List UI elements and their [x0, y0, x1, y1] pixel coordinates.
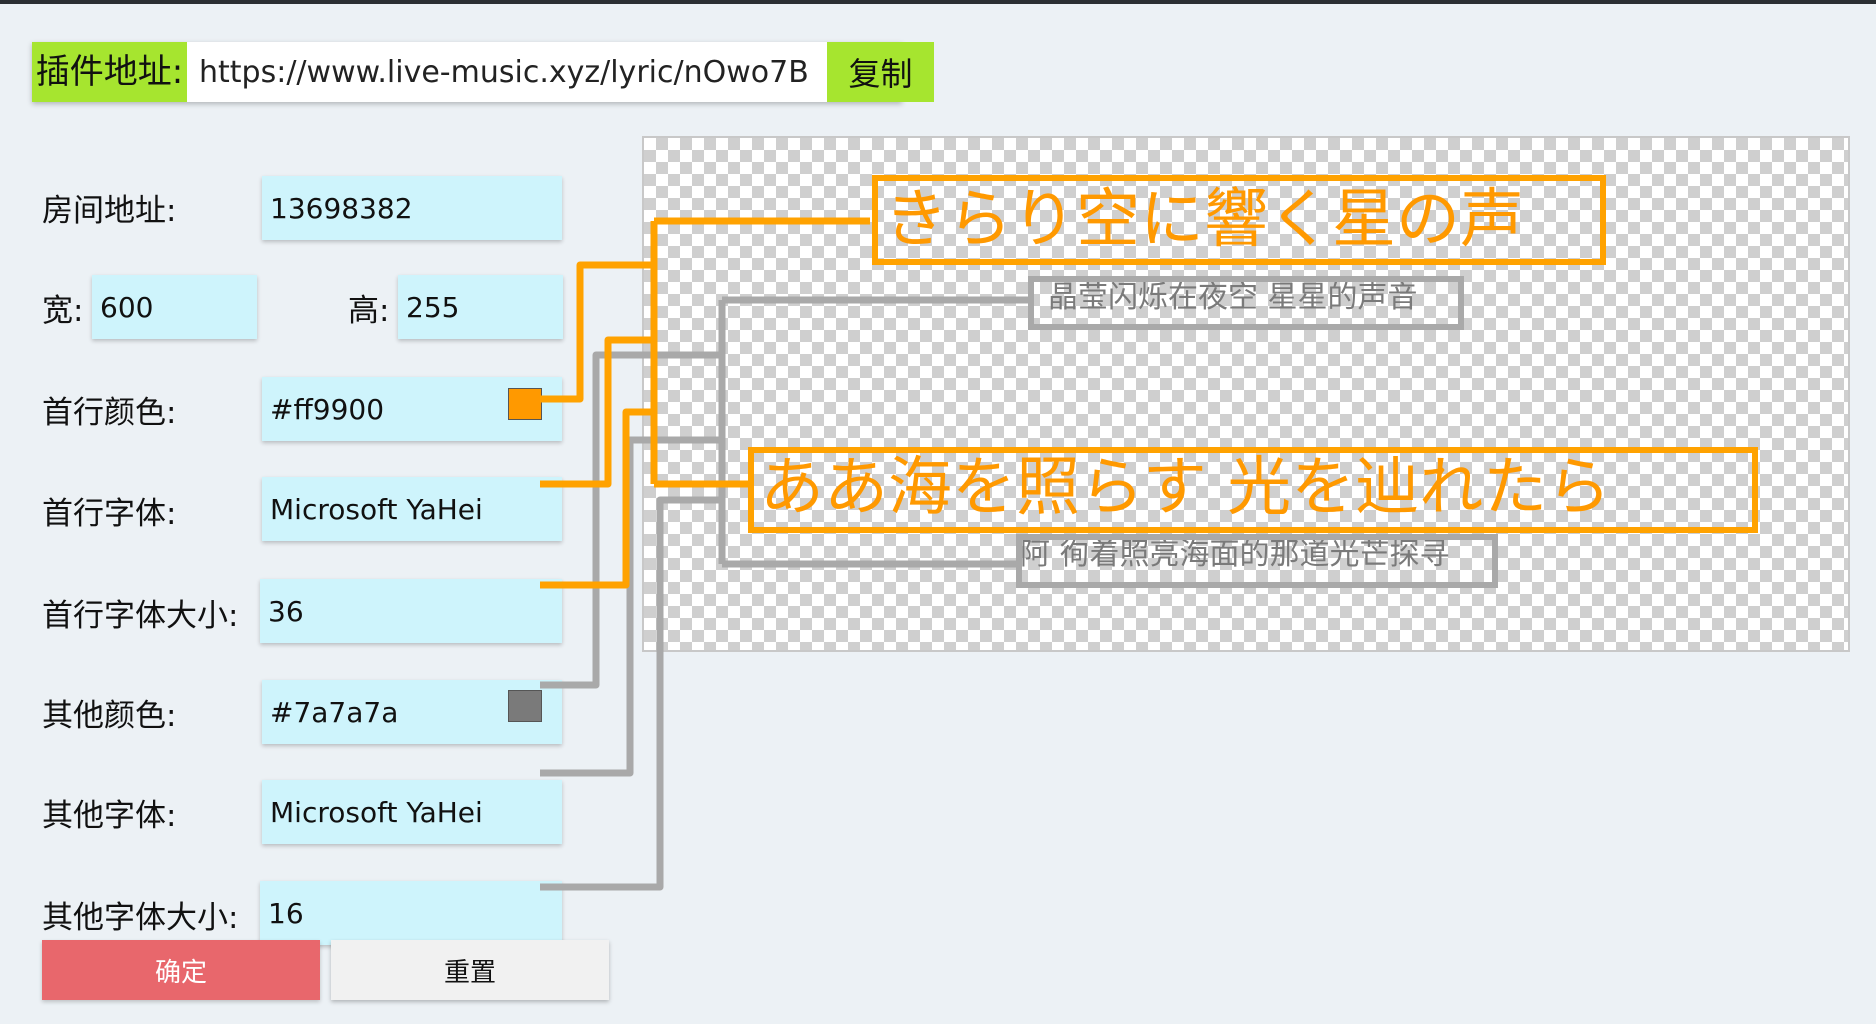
lyric2-sub-text: 阿 徇着照亮海面的那道光芒探寻: [1020, 537, 1450, 572]
lyric2-sub-highlight: [1016, 534, 1498, 588]
width-label: 宽:: [42, 293, 84, 329]
other-color-label: 其他颜色:: [42, 698, 177, 734]
other-font-input[interactable]: [262, 780, 562, 844]
first-font-input[interactable]: [262, 477, 562, 541]
lyric1-sub-text: 晶莹闪烁在夜空 星星的声音: [1048, 280, 1418, 315]
first-size-label: 首行字体大小:: [42, 598, 239, 634]
lyric-preview: きらり空に響く星の声 晶莹闪烁在夜空 星星的声音 ああ海を照らす 光を辿れたら …: [642, 136, 1850, 652]
first-size-input[interactable]: [260, 579, 562, 643]
height-label: 高:: [348, 293, 390, 329]
copy-button[interactable]: 复制: [827, 42, 934, 102]
room-label: 房间地址:: [42, 193, 177, 229]
other-size-label: 其他字体大小:: [42, 900, 239, 936]
plugin-url-input[interactable]: [187, 42, 827, 102]
reset-button[interactable]: 重置: [331, 940, 609, 1000]
lyric1-main-highlight: [872, 175, 1606, 265]
window-top-border: [0, 0, 1876, 4]
width-input[interactable]: [92, 275, 257, 339]
confirm-button[interactable]: 确定: [42, 940, 320, 1000]
other-size-input[interactable]: [260, 881, 562, 945]
lyric1-main-text: きらり空に響く星の声: [884, 183, 1524, 257]
lyric2-main-highlight: [748, 447, 1758, 533]
first-font-label: 首行字体:: [42, 496, 177, 532]
plugin-url-bar: 插件地址: 复制: [32, 42, 934, 102]
first-color-label: 首行颜色:: [42, 395, 177, 431]
height-input[interactable]: [398, 275, 563, 339]
plugin-url-label: 插件地址:: [32, 42, 187, 102]
other-color-swatch[interactable]: [508, 690, 542, 722]
room-input[interactable]: [262, 176, 562, 240]
lyric1-sub-highlight: [1028, 276, 1464, 330]
lyric2-main-text: ああ海を照らす 光を辿れたら: [760, 451, 1612, 525]
other-font-label: 其他字体:: [42, 798, 177, 834]
first-color-swatch[interactable]: [508, 388, 542, 420]
